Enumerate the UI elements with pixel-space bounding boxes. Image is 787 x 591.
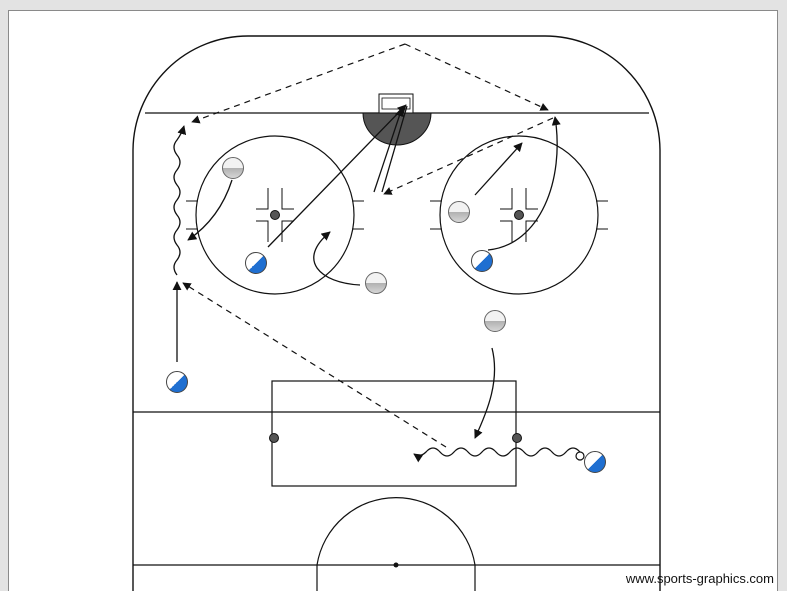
left-faceoff-dot — [270, 210, 280, 220]
neutral-zone-box — [271, 380, 517, 487]
player-blue-left-circle — [245, 252, 267, 274]
skate-lines — [172, 104, 581, 463]
shot-double-line-2 — [381, 105, 408, 193]
skate-left-gray — [187, 179, 233, 241]
left-faceoff-circle — [186, 135, 364, 295]
shot-left-player — [267, 104, 407, 248]
goal-crease — [362, 112, 432, 146]
player-gray-slot — [365, 272, 387, 294]
rink-boards — [132, 35, 661, 591]
watermark-text: www.sports-graphics.com — [625, 571, 774, 586]
goal-net — [378, 93, 414, 114]
shot-double-line-1 — [373, 107, 404, 193]
pass-diagonal-neutral — [182, 282, 447, 448]
player-gray-right-circle — [448, 201, 470, 223]
player-gray-neutral — [484, 310, 506, 332]
skate-neutral-gray — [474, 347, 496, 439]
pass-top-right — [404, 43, 549, 111]
right-faceoff-circle — [430, 135, 608, 295]
right-faceoff-dot — [514, 210, 524, 220]
center-dot — [393, 562, 399, 568]
skate-neutral-wavy — [413, 447, 581, 463]
neutral-dot-right — [512, 433, 522, 443]
skate-right-gray — [474, 142, 523, 196]
center-circle — [316, 497, 476, 591]
neutral-dot-left — [269, 433, 279, 443]
skate-right-blue — [487, 116, 561, 251]
player-blue-right-circle — [471, 250, 493, 272]
pass-top-left — [191, 43, 406, 124]
player-blue-neutral-carrier — [584, 451, 606, 473]
player-blue-left-wing — [166, 371, 188, 393]
skate-center-gray — [313, 231, 361, 286]
pass-right-to-slot — [383, 117, 554, 195]
skate-left-wavy — [173, 125, 187, 276]
pass-lines — [182, 43, 554, 448]
puck — [575, 451, 585, 461]
player-gray-left-circle — [222, 157, 244, 179]
